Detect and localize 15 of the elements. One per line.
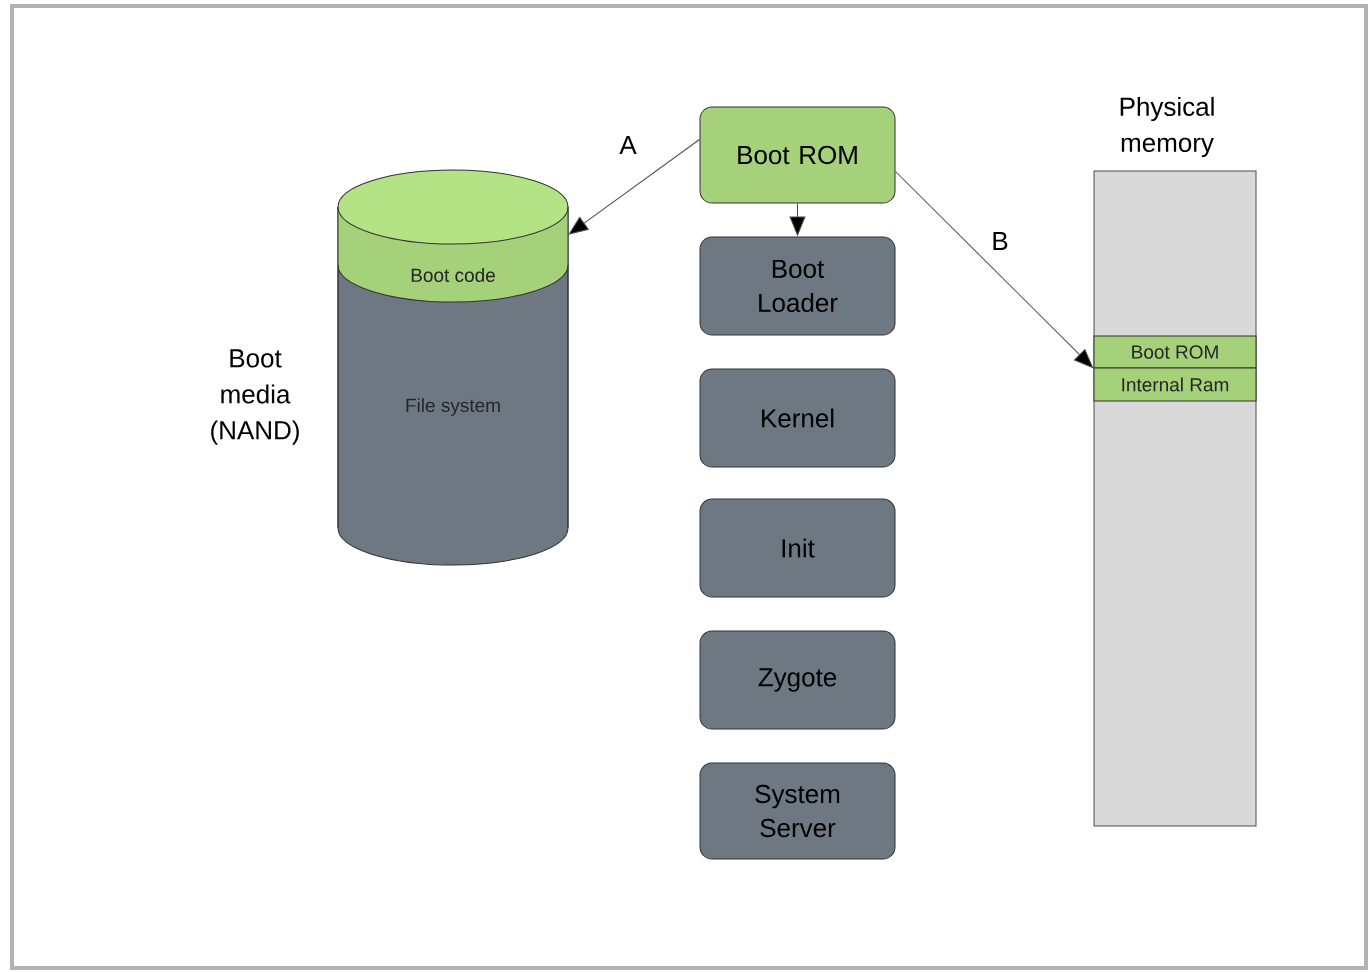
heading: Physical memory [1120, 96, 1214, 158]
arrow [895, 171, 1094, 369]
side-label: Boot media (NAND) [211, 349, 299, 445]
edge-label: A [619, 136, 637, 154]
process-box: Boot ROM [699, 106, 896, 204]
process-box: System Server [699, 762, 896, 860]
arrow [568, 139, 700, 235]
memory-region: Internal Ram [1093, 367, 1257, 402]
edge-label: B [993, 232, 1008, 250]
process-box: Init [699, 498, 896, 598]
process-box: Boot Loader [699, 236, 896, 336]
memory-region: Boot ROM [1093, 335, 1257, 369]
process-box: Zygote [699, 630, 896, 730]
arrow [789, 203, 806, 236]
process-box: Kernel [699, 368, 896, 468]
